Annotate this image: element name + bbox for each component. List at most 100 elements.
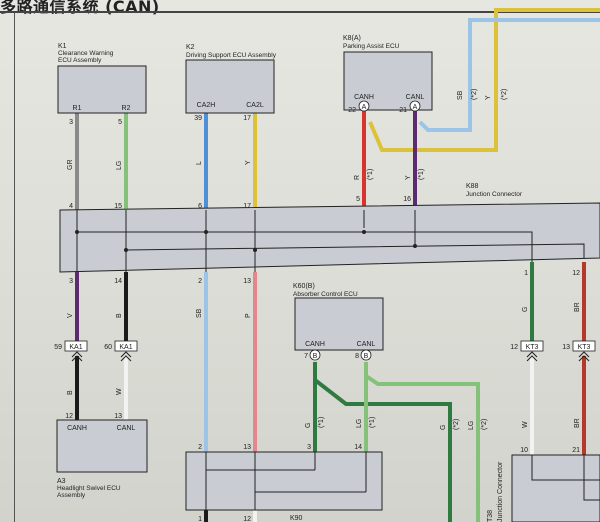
wire-code-l: L: [196, 161, 203, 165]
k60-ecu-box: [294, 297, 384, 351]
k1-name-1: Clearance Warning: [58, 50, 114, 57]
pin-k88-14: 14: [114, 278, 122, 285]
k60-circle-b-canh: B: [309, 349, 321, 361]
ka1-connector-left: KA1: [64, 340, 88, 362]
a3-ecu-box: [56, 419, 148, 473]
k88-junction-box: [59, 202, 600, 273]
pin-t38-21: 21: [572, 447, 580, 454]
k88-splice-1: [75, 230, 79, 234]
pin-k88-3: 3: [69, 278, 73, 285]
ka1-tag-right-text: KA1: [119, 344, 132, 351]
wire-code-lg: LG: [116, 161, 123, 170]
wire-code-gr: GR: [67, 160, 74, 171]
k88-bus-low: [125, 243, 585, 258]
wire-code-y2: Y: [405, 175, 412, 180]
pin-k88-12: 12: [572, 270, 580, 277]
k2-id: K2: [186, 44, 195, 51]
k1-pin-r1: R1: [73, 105, 82, 112]
kt3-tag-right-text: KT3: [578, 344, 591, 351]
pin-k60-8: 8: [355, 353, 359, 360]
pin-k90-3: 3: [307, 444, 311, 451]
pin-k8-22: 22: [348, 107, 356, 114]
k8-circle-a-canh: A: [358, 100, 370, 112]
wire-code-v: V: [67, 313, 74, 318]
pin-k90-14: 14: [354, 444, 362, 451]
ka1-tag-left-text: KA1: [69, 344, 82, 351]
pin-ka1-59: 59: [54, 344, 62, 351]
k88-splice-6: [413, 244, 417, 248]
wire-mark-g2: (*1): [318, 417, 325, 428]
wire-code-g: G: [522, 307, 529, 312]
k88-splice-5: [362, 230, 366, 234]
pin-a3-13: 13: [114, 413, 122, 420]
k8-circle-a-canl: A: [409, 100, 421, 112]
wire-code-b: B: [116, 313, 123, 318]
k2-ecu-box: [185, 59, 275, 114]
pin-k88-17: 17: [243, 203, 251, 210]
a3-pin-canh: CANH: [67, 425, 87, 432]
wire-code-g3: G: [440, 425, 447, 430]
k1-name-2: ECU Assembly: [58, 57, 102, 64]
k1-pin-r2: R2: [122, 105, 131, 112]
k88-bus-high: [77, 231, 533, 262]
pin-k90-12: 12: [243, 516, 251, 522]
t38-name: Junction Connector: [497, 461, 504, 522]
wire-code-p: P: [245, 313, 252, 318]
svg-text:A: A: [413, 104, 418, 111]
k60-circle-b-canl: B: [360, 349, 372, 361]
wire-code-sb2: SB: [196, 308, 203, 318]
a3-name-2: Assembly: [57, 492, 86, 499]
wire-mark-g3: (*2): [453, 419, 460, 430]
pin-k8-21: 21: [399, 107, 407, 114]
pin-kt3-13: 13: [562, 344, 570, 351]
pin-k60-7: 7: [304, 353, 308, 360]
kt3-tag-left-text: KT3: [526, 344, 539, 351]
a3-pin-canl: CANL: [117, 425, 136, 432]
k2-pin-ca2h: CA2H: [197, 102, 216, 109]
k8-ecu-box: [343, 51, 433, 111]
wire-mark-y3: (*2): [501, 89, 508, 100]
pin-ka1-60: 60: [104, 344, 112, 351]
wire-mark-lg3: (*2): [481, 419, 488, 430]
svg-text:B: B: [364, 353, 369, 360]
k60-pin-canl: CANL: [357, 341, 376, 348]
pin-k88-6: 6: [198, 203, 202, 210]
pin-t38-10: 10: [520, 447, 528, 454]
k90-junction-box: [185, 451, 383, 511]
pin-k1-3: 3: [69, 119, 73, 126]
k1-ecu-box: [57, 65, 147, 114]
wire-code-br2: BR: [574, 418, 581, 428]
k8-name-1: Parking Assist ECU: [343, 43, 400, 50]
k60-id: K60(B): [293, 283, 315, 290]
k8-pin-canl: CANL: [406, 94, 425, 101]
kt3-connector-right: KT3: [572, 340, 596, 362]
svg-text:B: B: [313, 353, 318, 360]
kt3-connector-left: KT3: [520, 340, 544, 362]
wire-code-w: W: [116, 388, 123, 395]
pin-k88-1: 1: [524, 270, 528, 277]
wire-mark-sb: (*2): [471, 89, 478, 100]
k88-name: Junction Connector: [466, 191, 523, 198]
pin-a3-12: 12: [65, 413, 73, 420]
wire-code-g2: G: [305, 423, 312, 428]
pin-k88-16: 16: [403, 196, 411, 203]
t38-bus-2: [583, 455, 600, 501]
wire-g-k60: [313, 362, 452, 522]
k1-id: K1: [58, 43, 67, 50]
ka1-connector-right: KA1: [114, 340, 138, 362]
pin-k90-13: 13: [243, 444, 251, 451]
k88-splice-2: [124, 248, 128, 252]
k2-pin-ca2l: CA2L: [246, 102, 264, 109]
pin-k1-5: 5: [118, 119, 122, 126]
wire-mark-lg2: (*1): [369, 417, 376, 428]
k8-id: K8(A): [343, 35, 361, 42]
wire-code-lg2: LG: [356, 419, 363, 428]
pin-k90-2: 2: [198, 444, 202, 451]
pin-k88-2: 2: [198, 278, 202, 285]
wire-code-lg3: LG: [468, 421, 475, 430]
wire-y-k8-branch: [368, 8, 600, 152]
t38-bus: [531, 455, 600, 481]
wire-code-y: Y: [245, 160, 252, 165]
